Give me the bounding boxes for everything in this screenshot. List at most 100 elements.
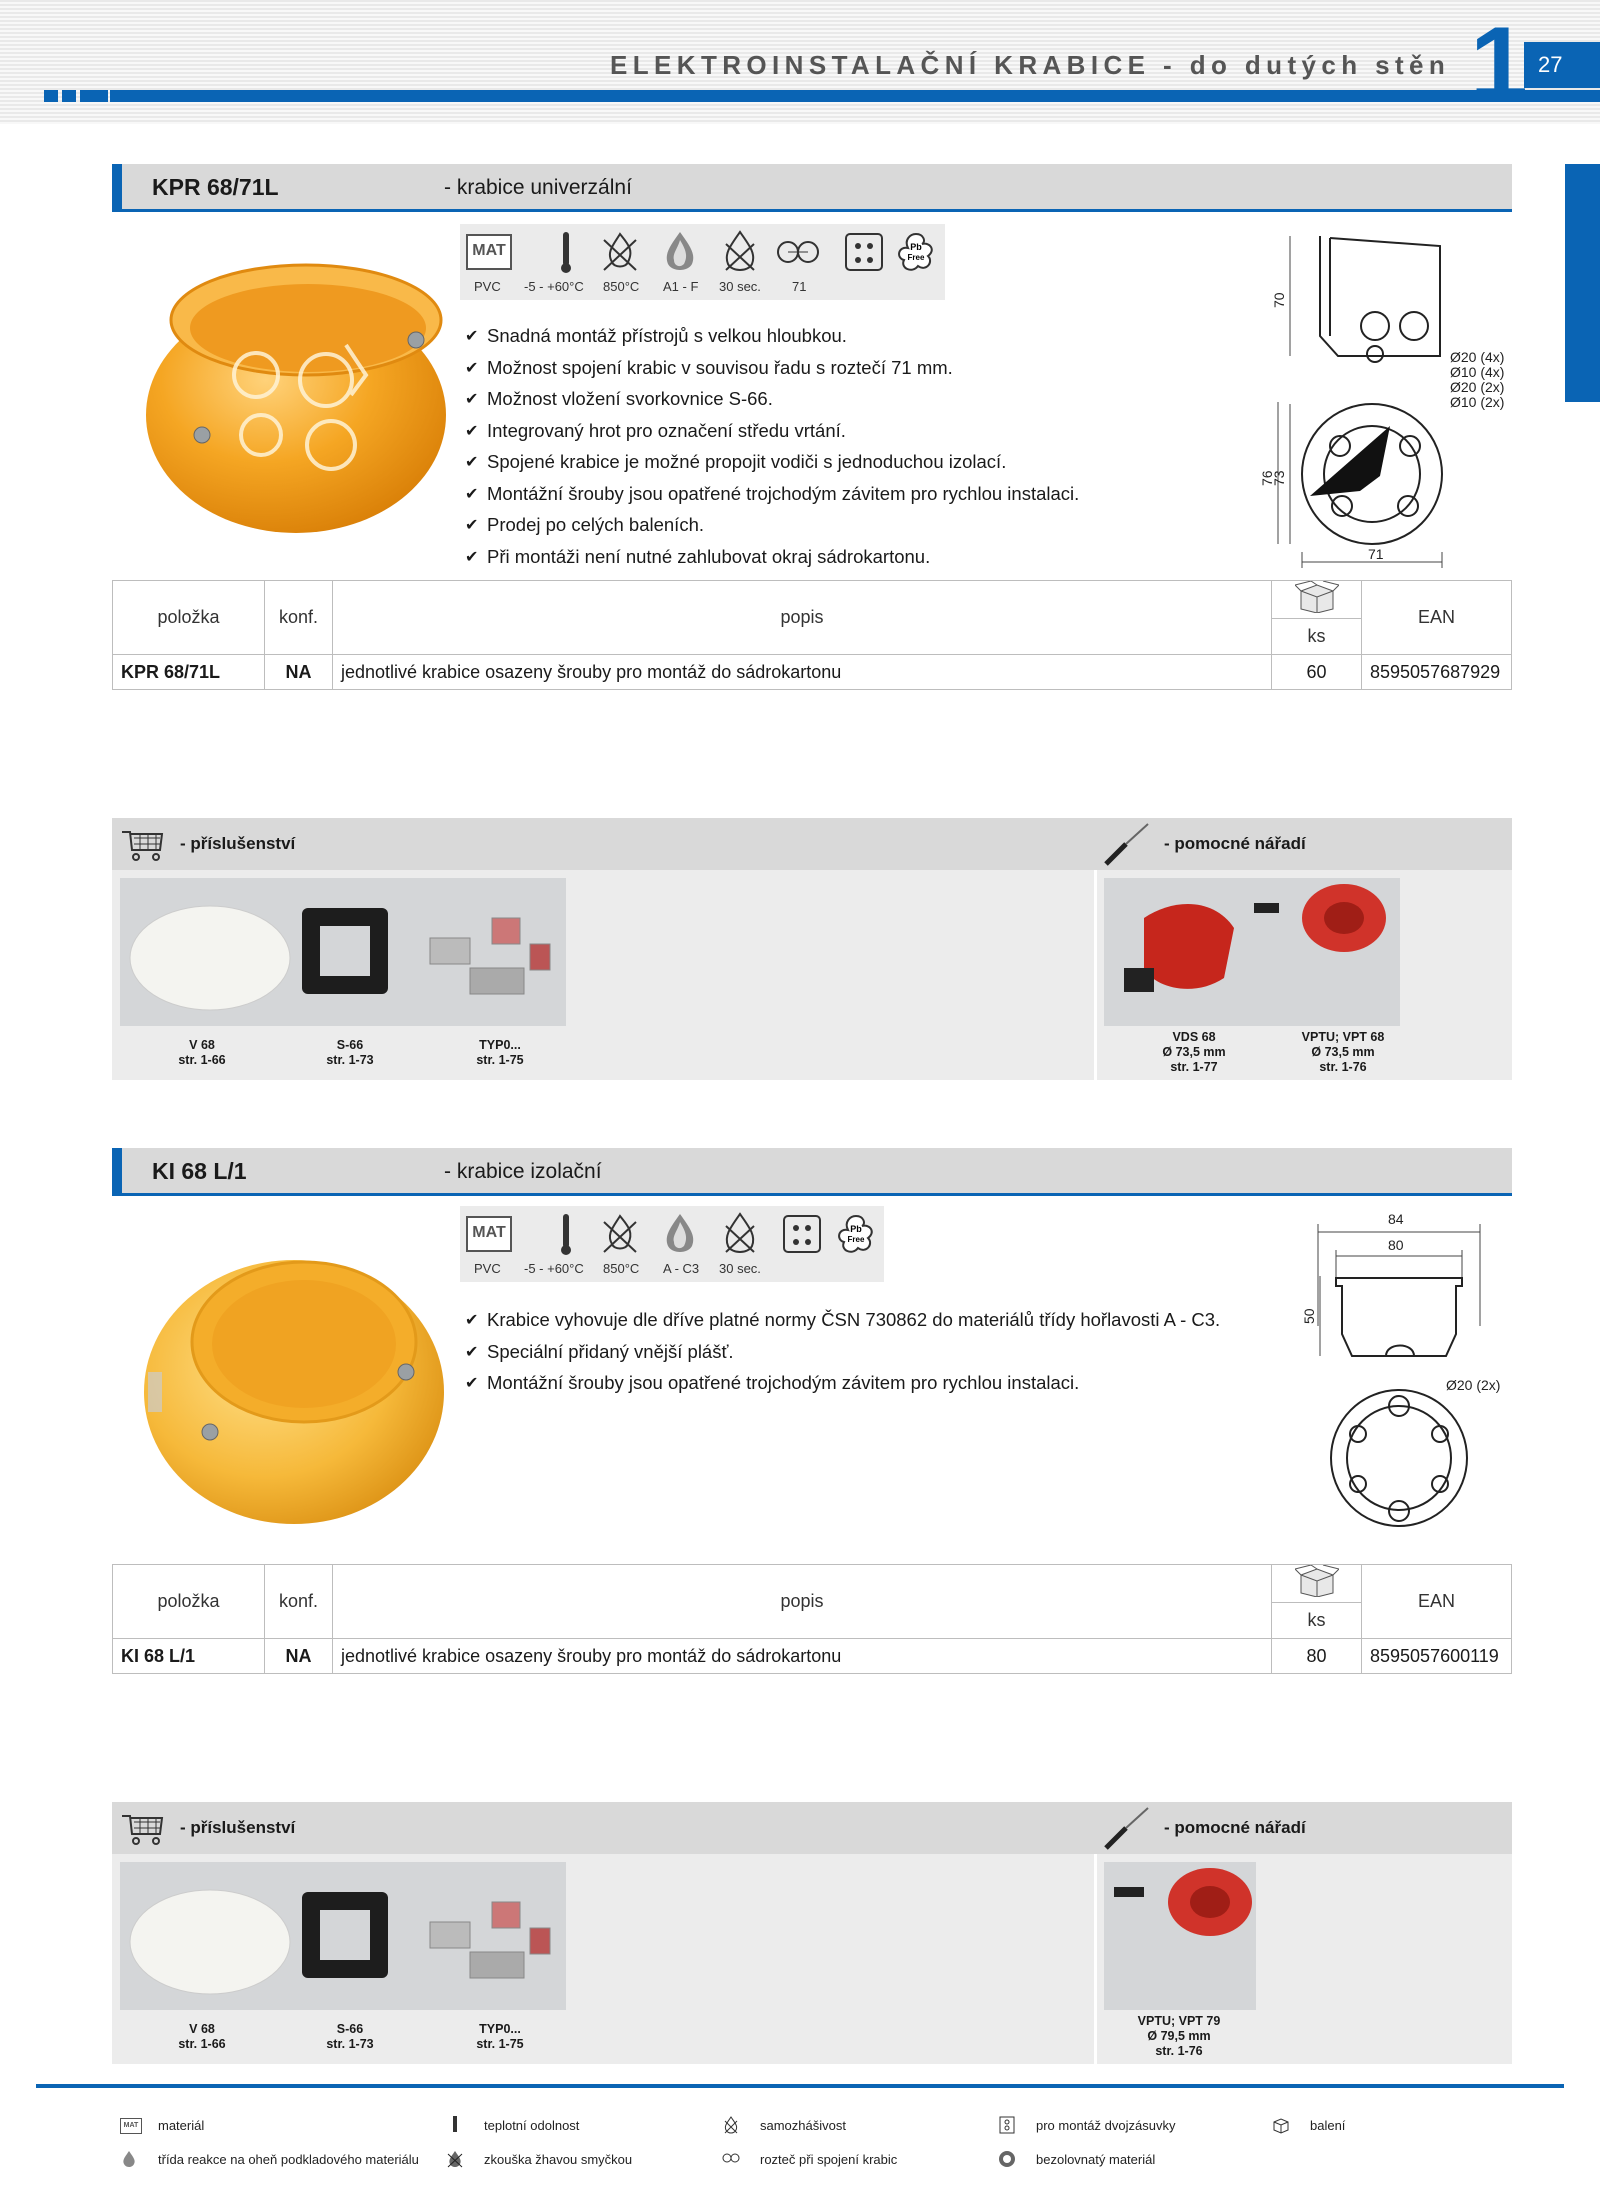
tools-title: - pomocné nářadí xyxy=(1164,1818,1306,1837)
legend-label: pro montáž dvojzásuvky xyxy=(1036,2118,1176,2133)
column-header-desc: popis xyxy=(332,1564,1272,1639)
svg-text:Pb: Pb xyxy=(910,242,922,252)
glow-wire-icon xyxy=(603,1214,637,1253)
column-header-conf: konf. xyxy=(264,1564,333,1639)
screwdriver-icon xyxy=(1104,1807,1149,1850)
accessory-photos xyxy=(120,1862,566,2010)
cell-item: KPR 68/71L xyxy=(112,654,265,690)
drop-flame-icon xyxy=(666,1214,694,1252)
column-header-desc: popis xyxy=(332,580,1272,655)
tool-size: Ø 73,5 mm xyxy=(1311,1045,1375,1059)
accessories-area: V 68 str. 1-66 S-66 str. 1-73 TYP0... st… xyxy=(112,1854,1512,2064)
pb-free-icon xyxy=(999,2151,1015,2167)
box-icon xyxy=(1271,1564,1362,1603)
accessory-caption: V 68 str. 1-66 xyxy=(142,1038,262,1068)
technical-drawing: 70 76 73 71 Ø20 (4x) Ø10 (4x) Ø20 (2x) Ø… xyxy=(1259,236,1504,568)
product-header: KI 68 L/1 - krabice izolační xyxy=(112,1148,1512,1196)
dimension-label: 73 xyxy=(1271,470,1287,486)
spec-table: položka konf. popis EAN ks KI 68 L/1 NA … xyxy=(112,1564,1512,1674)
cell-desc: jednotlivé krabice osazeny šrouby pro mo… xyxy=(332,654,1272,690)
dimension-label: 84 xyxy=(1388,1211,1404,1227)
legend-divider xyxy=(36,2084,1564,2088)
tool-size: Ø 79,5 mm xyxy=(1147,2029,1211,2043)
tool-caption: VPTU; VPT 68 Ø 73,5 mm str. 1-76 xyxy=(1278,1030,1408,1075)
tool-name: VPTU; VPT 68 xyxy=(1301,1030,1385,1044)
header-bar xyxy=(110,90,1600,102)
feature-list: Krabice vyhovuje dle dříve platné normy … xyxy=(465,1304,1220,1399)
legend-label: třída reakce na oheň podkladového materi… xyxy=(158,2152,419,2167)
tool-name: VDS 68 xyxy=(1172,1030,1216,1044)
spec-table: položka konf. popis EAN ks KPR 68/71L NA… xyxy=(112,580,1512,690)
accessories-bar: - příslušenství - pomocné nářadí xyxy=(112,818,1512,870)
icon-label: A1 - F xyxy=(663,279,699,294)
column-header-item: položka xyxy=(112,580,265,655)
flame-self-extinguish-icon xyxy=(725,1212,755,1253)
mat-icon: MAT xyxy=(120,2118,142,2134)
tool-ref: str. 1-76 xyxy=(1319,1060,1367,1074)
hole-note: Ø10 (4x) xyxy=(1450,364,1504,380)
glow-wire-icon xyxy=(603,232,637,271)
tools-title: - pomocné nářadí xyxy=(1164,834,1306,853)
glow-wire-icon xyxy=(447,2151,463,2168)
box-icon xyxy=(1271,580,1362,619)
legend-label: zkouška žhavou smyčkou xyxy=(484,2152,633,2167)
tool-size: Ø 73,5 mm xyxy=(1162,1045,1226,1059)
accessories-title: - příslušenství xyxy=(180,834,296,853)
accessory-name: V 68 xyxy=(189,2022,215,2036)
svg-text:Pb: Pb xyxy=(850,1224,862,1234)
dimension-label: 50 xyxy=(1301,1308,1317,1324)
icon-label: -5 - +60°C xyxy=(524,279,584,294)
svg-text:Free: Free xyxy=(848,1235,865,1244)
mat-icon: MAT xyxy=(466,234,512,270)
feature-item: Snadná montáž přístrojů s velkou hloubko… xyxy=(465,320,1079,352)
feature-item: Montážní šrouby jsou opatřené trojchodým… xyxy=(465,478,1079,510)
dimension-label: 76 xyxy=(1259,470,1275,486)
page-title: ELEKTROINSTALAČNÍ KRABICE - do dutých st… xyxy=(610,50,1451,80)
cart-icon xyxy=(122,831,164,861)
icon-label: A - C3 xyxy=(663,1261,700,1276)
hole-note: Ø20 (2x) xyxy=(1446,1377,1500,1393)
feature-item: Prodej po celých baleních. xyxy=(465,509,1079,541)
legend-label: balení xyxy=(1310,2118,1346,2133)
drop-flame-icon xyxy=(666,232,694,270)
thermometer-icon xyxy=(453,2116,457,2132)
accessory-ref: str. 1-73 xyxy=(326,1053,374,1067)
cell-ks: 80 xyxy=(1271,1638,1362,1674)
double-socket-icon xyxy=(999,2116,1015,2134)
column-header-ks: ks xyxy=(1271,1602,1362,1639)
accessory-name: TYP0... xyxy=(479,2022,521,2036)
product-subtitle: - krabice izolační xyxy=(444,1160,602,1183)
spacing-icon xyxy=(722,2153,740,2163)
feature-item: Možnost vložení svorkovnice S-66. xyxy=(465,383,1079,415)
accessory-name: V 68 xyxy=(189,1038,215,1052)
icon-label: 71 xyxy=(792,279,807,294)
tool-photos xyxy=(1104,878,1400,1026)
technical-drawing: 84 80 50 Ø20 (2x) xyxy=(1301,1211,1500,1527)
hole-note: Ø10 (2x) xyxy=(1450,394,1504,410)
accessory-ref: str. 1-75 xyxy=(476,2037,524,2051)
icon-label: PVC xyxy=(474,1261,501,1276)
accessory-caption: S-66 str. 1-73 xyxy=(290,2022,410,2052)
accessory-ref: str. 1-73 xyxy=(326,2037,374,2051)
feature-list: Snadná montáž přístrojů s velkou hloubko… xyxy=(465,320,1079,572)
header-square xyxy=(44,90,58,102)
cart-icon xyxy=(122,1815,164,1845)
tool-caption: VDS 68 Ø 73,5 mm str. 1-77 xyxy=(1134,1030,1254,1075)
accessory-name: S-66 xyxy=(336,2022,364,2036)
feature-item: Možnost spojení krabic v souvisou řadu s… xyxy=(465,352,1079,384)
feature-item: Speciální přidaný vnější plášť. xyxy=(465,1336,1220,1368)
cell-conf: NA xyxy=(264,654,333,690)
header-square xyxy=(80,90,108,102)
feature-item: Montážní šrouby jsou opatřené trojchodým… xyxy=(465,1367,1220,1399)
header-square xyxy=(62,90,76,102)
tool-photos xyxy=(1104,1862,1256,2010)
double-socket-icon xyxy=(845,233,883,271)
legend-label: bezolovnatý materiál xyxy=(1036,2152,1156,2167)
column-header-ean: EAN xyxy=(1361,1564,1512,1639)
divider xyxy=(1094,870,1097,1080)
column-header-conf: konf. xyxy=(264,580,333,655)
feature-item: Při montáži není nutné zahlubovat okraj … xyxy=(465,541,1079,573)
